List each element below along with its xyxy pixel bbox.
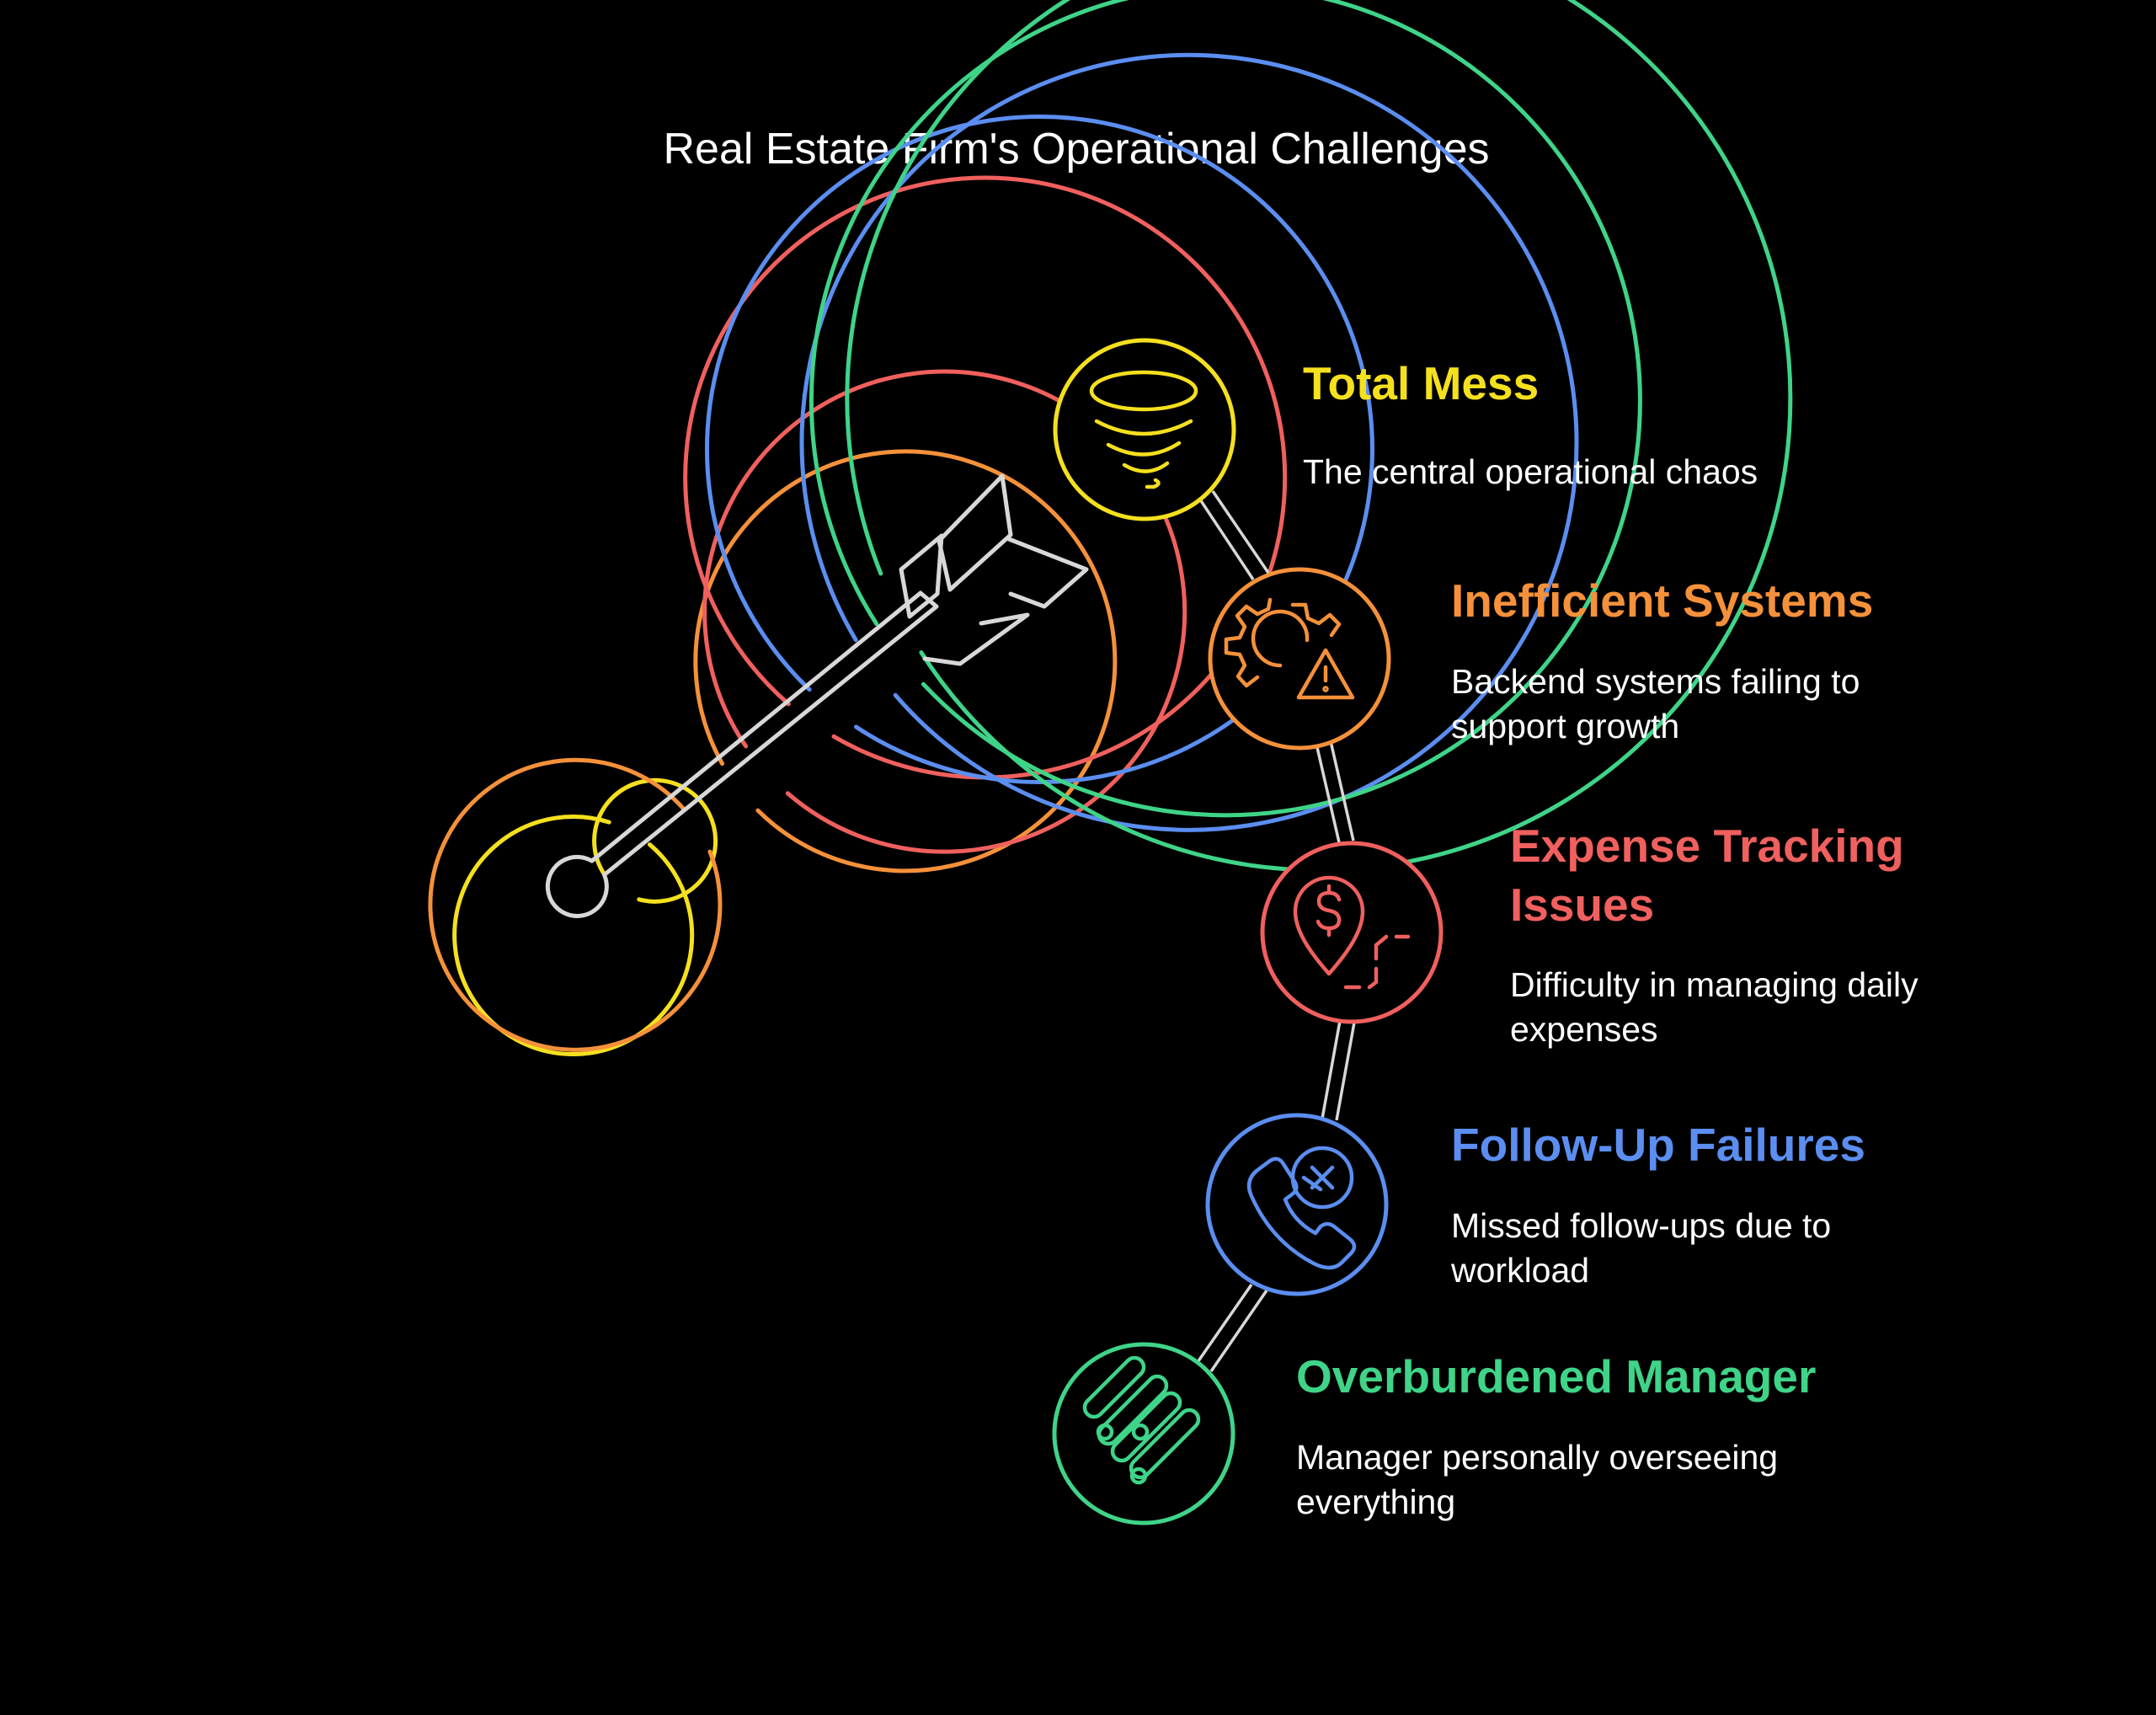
workload-bars-icon [1082,1355,1201,1485]
connector-3-4 [1321,1020,1356,1121]
location-dollar-icon [1293,875,1411,990]
page-title: Real Estate Firm's Operational Challenge… [663,125,1489,174]
gear-warning-icon [1224,597,1355,700]
item-follow-up-failures: Follow-Up Failures Missed follow-ups due… [1205,1113,1865,1296]
ring-blue-inner [705,115,1374,784]
item-title-overburdened-manager: Overburdened Manager [1296,1350,1816,1402]
item-desc-inefficient-systems: Backend systems failing to support growt… [1451,662,1870,745]
item-desc-total-mess: The central operational chaos [1303,452,1758,491]
ring-blue-outer [799,52,1579,832]
ring-yellow-inner [592,777,718,904]
connector-chain [1194,490,1356,1372]
item-title-total-mess: Total Mess [1303,357,1539,409]
ring-orange-outer [693,449,1118,874]
connector-4-5 [1194,1284,1268,1372]
tornado-icon [1089,370,1198,489]
item-overburdened-manager: Overburdened Manager Manager personally … [1052,1342,1816,1525]
arrow-icon [545,473,1089,918]
item-inefficient-systems: Inefficient Systems Backend systems fail… [1208,567,1873,751]
item-total-mess: Total Mess The central operational chaos [1053,338,1758,521]
ring-orange-inner [428,757,723,1052]
phone-cancel-icon [1246,1146,1357,1270]
ring-green-inner [808,0,1642,818]
item-title-inefficient-systems: Inefficient Systems [1451,574,1873,627]
item-title-expense-tracking: Expense Tracking Issues [1510,820,1917,931]
item-desc-expense-tracking: Difficulty in managing daily expenses [1510,965,1928,1049]
ring-red-outer [683,175,1288,780]
ring-yellow-outer [452,815,695,1057]
item-desc-follow-up-failures: Missed follow-ups due to workload [1450,1206,1841,1290]
item-title-follow-up-failures: Follow-Up Failures [1451,1119,1865,1171]
item-desc-overburdened-manager: Manager personally overseeing everything [1296,1438,1787,1521]
connector-1-2 [1197,490,1270,580]
item-expense-tracking: Expense Tracking Issues Difficulty in ma… [1260,820,1928,1049]
connector-2-3 [1315,740,1355,843]
